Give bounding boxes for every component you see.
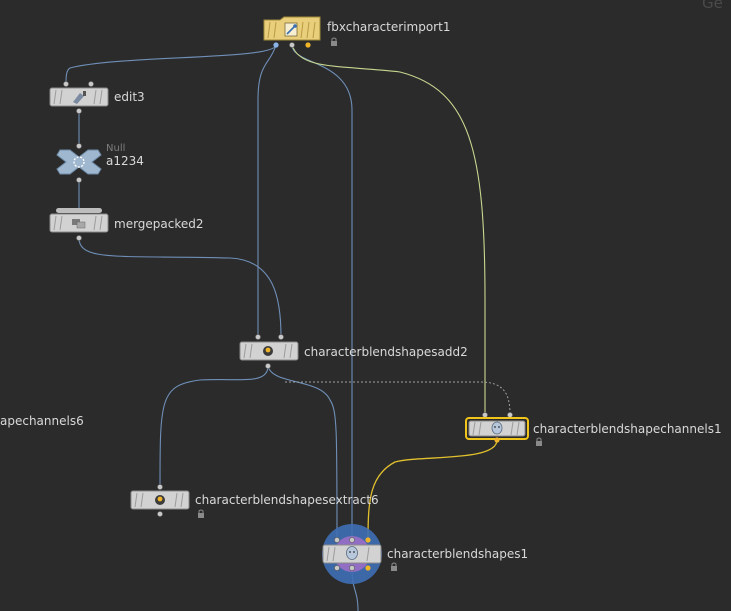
blendshape-add-icon bbox=[263, 346, 273, 356]
lock-icon bbox=[536, 437, 542, 446]
wire-fbx-to-edit3[interactable] bbox=[65, 44, 277, 85]
blendshapes1-output-port-2[interactable] bbox=[349, 565, 355, 571]
node-mergepacked2[interactable]: mergepacked2 bbox=[49, 208, 204, 241]
wire-fbx-to-channels1[interactable] bbox=[291, 44, 486, 415]
edit3-node-label: edit3 bbox=[114, 90, 145, 104]
face-blendshape-icon bbox=[346, 546, 358, 560]
edit-brush-icon bbox=[73, 91, 86, 104]
null-cross-icon[interactable] bbox=[56, 149, 102, 175]
blendshape-extract-icon bbox=[155, 495, 165, 505]
extract6-node-label: characterblendshapesextract6 bbox=[195, 493, 379, 507]
fbx-import-icon bbox=[284, 22, 298, 37]
corner-cut-text: Ge bbox=[702, 0, 723, 12]
add2-node-label: characterblendshapesadd2 bbox=[304, 345, 468, 359]
add2-input-port-2[interactable] bbox=[278, 334, 284, 340]
add2-input-port-1[interactable] bbox=[255, 334, 261, 340]
null-input-port[interactable] bbox=[76, 143, 82, 149]
blendshapes1-output-port-3[interactable] bbox=[365, 565, 371, 571]
wire-add2-to-blendshapes1[interactable] bbox=[267, 365, 338, 541]
null-type-label: Null bbox=[106, 143, 125, 154]
mergepacked-node-label: mergepacked2 bbox=[114, 217, 204, 231]
channels1-input-port-1[interactable] bbox=[482, 412, 488, 418]
node-null-a1234[interactable]: Null a1234 bbox=[56, 143, 144, 183]
merge-packed-icon bbox=[72, 219, 86, 229]
wire-fbx-to-blendshapes1[interactable] bbox=[291, 44, 353, 540]
channels1-output-port[interactable] bbox=[494, 437, 500, 443]
fbx-node-label: fbxcharacterimport1 bbox=[327, 20, 450, 34]
blendshapes1-output-port-1[interactable] bbox=[334, 565, 340, 571]
null-output-port[interactable] bbox=[76, 177, 82, 183]
channels1-input-port-2[interactable] bbox=[507, 412, 513, 418]
wire-add2-to-extract6[interactable] bbox=[159, 365, 269, 488]
extract6-input-port[interactable] bbox=[157, 484, 163, 490]
fbx-output-port-1[interactable] bbox=[273, 42, 279, 48]
wire-channels1-to-blendshapes1[interactable] bbox=[367, 439, 498, 541]
node-label-characterblendshapechannels6[interactable]: apechannels6 bbox=[0, 414, 84, 428]
node-characterblendshapesadd2[interactable]: characterblendshapesadd2 bbox=[239, 334, 468, 369]
wire-add2-to-channels1-dotted[interactable] bbox=[285, 381, 511, 416]
blendshapes1-node-label: characterblendshapes1 bbox=[387, 547, 528, 561]
wire-fbx-to-add2[interactable] bbox=[257, 44, 277, 337]
lock-icon bbox=[391, 562, 397, 571]
mergepacked-multi-input-bar[interactable] bbox=[56, 208, 102, 213]
mergepacked-output-port[interactable] bbox=[76, 235, 82, 241]
node-characterblendshapechannels1[interactable]: characterblendshapechannels1 bbox=[465, 412, 722, 446]
blendshapes1-input-port-1[interactable] bbox=[334, 537, 340, 543]
node-characterblendshapes1[interactable]: characterblendshapes1 bbox=[322, 524, 528, 584]
extract6-output-port[interactable] bbox=[157, 511, 163, 517]
edit3-input-port-2[interactable] bbox=[88, 81, 94, 87]
blendshapes1-input-port-3[interactable] bbox=[365, 537, 371, 543]
edit3-output-port[interactable] bbox=[76, 108, 82, 114]
edit3-input-port-1[interactable] bbox=[63, 81, 69, 87]
node-edit3[interactable]: edit3 bbox=[49, 81, 145, 114]
node-fbxcharacterimport1[interactable]: fbxcharacterimport1 bbox=[263, 16, 450, 48]
null-node-label: a1234 bbox=[106, 154, 144, 168]
fbx-output-port-3[interactable] bbox=[305, 42, 311, 48]
fbx-output-port-2[interactable] bbox=[289, 42, 295, 48]
add2-output-port[interactable] bbox=[265, 363, 271, 369]
channels1-node-label: characterblendshapechannels1 bbox=[533, 422, 722, 436]
blendshapes1-input-port-2[interactable] bbox=[349, 537, 355, 543]
wire-mergepacked-to-add2[interactable] bbox=[78, 237, 282, 338]
lock-icon bbox=[198, 509, 204, 518]
wires bbox=[65, 44, 511, 611]
node-characterblendshapesextract6[interactable]: characterblendshapesextract6 bbox=[130, 484, 379, 518]
face-channels-icon bbox=[491, 421, 503, 435]
lock-icon bbox=[331, 37, 337, 46]
